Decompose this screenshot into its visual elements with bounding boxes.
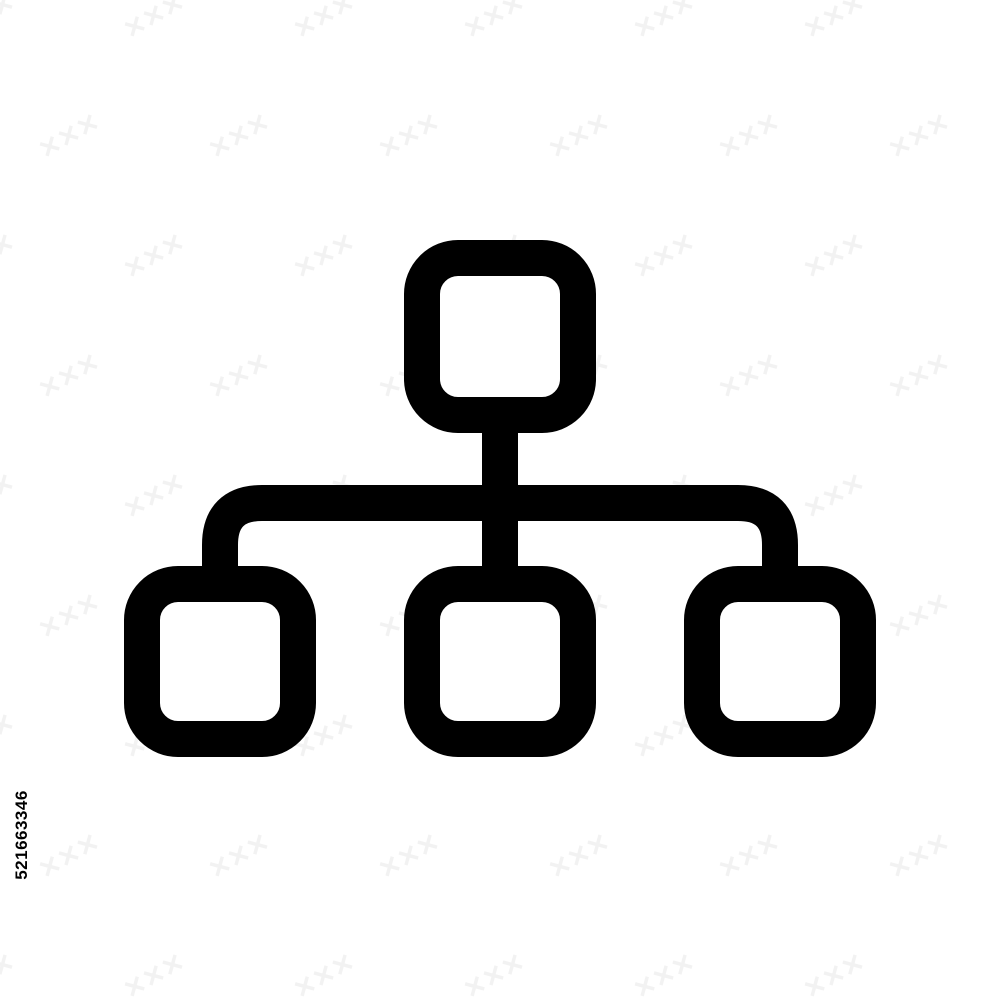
watermark-mark: ✕✕✕ [628,0,700,45]
watermark-mark: ✕✕✕ [118,947,190,1000]
watermark-mark: ✕✕✕ [883,347,955,406]
watermark-mark: ✕✕✕ [203,827,275,886]
watermark-mark: ✕✕✕ [33,347,105,406]
watermark-mark: ✕✕✕ [883,587,955,646]
watermark-mark: ✕✕✕ [33,587,105,646]
stock-id-text: 521663346 [12,790,31,880]
watermark-mark: ✕✕✕ [33,107,105,166]
watermark-mark: ✕✕✕ [33,827,105,886]
stock-id-label: 521663346 [8,765,36,905]
watermark-mark: ✕✕✕ [883,827,955,886]
top-node-box [404,240,596,433]
watermark-mark: ✕✕✕ [798,0,870,45]
watermark-mark: ✕✕✕ [798,947,870,1000]
watermark-mark: ✕✕✕ [0,947,20,1000]
watermark-mark: ✕✕✕ [118,0,190,45]
watermark-mark: ✕✕✕ [798,467,870,526]
watermark-mark: ✕✕✕ [0,227,20,286]
right-node-box [684,566,876,757]
watermark-mark: ✕✕✕ [713,107,785,166]
watermark-mark: ✕✕✕ [288,947,360,1000]
watermark-mark: ✕✕✕ [798,227,870,286]
watermark-mark: ✕✕✕ [373,107,445,166]
watermark-mark: ✕✕✕ [713,827,785,886]
watermark-mark: ✕✕✕ [288,227,360,286]
watermark-mark: ✕✕✕ [543,827,615,886]
watermark-mark: ✕✕✕ [543,107,615,166]
watermark-mark: ✕✕✕ [203,107,275,166]
watermark-mark: ✕✕✕ [713,347,785,406]
watermark-mark: ✕✕✕ [0,0,20,45]
watermark-mark: ✕✕✕ [288,0,360,45]
watermark-mark: ✕✕✕ [458,0,530,45]
watermark-mark: ✕✕✕ [0,707,20,766]
watermark-mark: ✕✕✕ [0,467,20,526]
left-node-box [124,566,316,757]
center-node-box [404,566,596,757]
watermark-mark: ✕✕✕ [373,827,445,886]
watermark-mark: ✕✕✕ [628,947,700,1000]
watermark-mark: ✕✕✕ [203,347,275,406]
watermark-mark: ✕✕✕ [118,467,190,526]
watermark-mark: ✕✕✕ [628,227,700,286]
branch-connector [202,485,798,585]
watermark-mark: ✕✕✕ [118,227,190,286]
watermark-mark: ✕✕✕ [883,107,955,166]
watermark-mark: ✕✕✕ [458,947,530,1000]
